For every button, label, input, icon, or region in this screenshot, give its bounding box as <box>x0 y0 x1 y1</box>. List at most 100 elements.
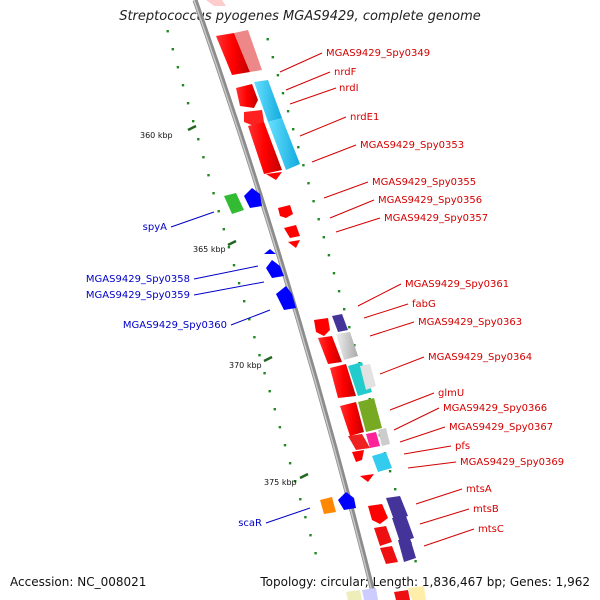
skew-dot <box>212 192 215 195</box>
gene-label-MGAS9429_Spy0361[interactable]: MGAS9429_Spy0361 <box>405 279 509 290</box>
gene-label-nrdI[interactable]: nrdI <box>339 83 359 94</box>
skew-dot <box>288 462 292 465</box>
gene-label-glmU[interactable]: glmU <box>438 388 464 399</box>
skew-dot <box>343 308 346 311</box>
skew-dot <box>166 30 169 33</box>
gene-arrow-pfs <box>352 450 364 462</box>
gene-arrow-nrdF <box>236 84 258 108</box>
tick-mark <box>227 239 237 247</box>
skew-dot <box>322 236 325 239</box>
gene-label-MGAS9429_Spy0363[interactable]: MGAS9429_Spy0363 <box>418 317 522 328</box>
gene-label-MGAS9429_Spy0349[interactable]: MGAS9429_Spy0349 <box>326 48 430 59</box>
skew-dot <box>227 246 231 249</box>
gene-block-scaR-orange <box>320 497 336 514</box>
gene-label-MGAS9429_Spy0357[interactable]: MGAS9429_Spy0357 <box>384 213 488 224</box>
gene-label-MGAS9429_Spy0369[interactable]: MGAS9429_Spy0369 <box>460 457 564 468</box>
tick-label: 370 kbp <box>229 361 262 370</box>
gene-block-0367-grey <box>378 428 390 446</box>
gene-arrow-0355 <box>278 205 293 218</box>
gene-label-mtsA[interactable]: mtsA <box>466 484 492 495</box>
gene-block-0366-pink <box>366 432 380 448</box>
gene-block-0364-grey <box>360 364 376 390</box>
tick-label: 360 kbp <box>140 131 173 140</box>
tick-label: 365 kbp <box>193 245 226 254</box>
skew-dot <box>327 254 331 257</box>
label-leader-line <box>193 265 259 280</box>
skew-dot <box>307 182 310 185</box>
gene-block-mtsB-navy <box>392 516 414 542</box>
gene-block-mtsB <box>374 526 392 546</box>
gene-label-MGAS9429_Spy0353[interactable]: MGAS9429_Spy0353 <box>360 140 464 151</box>
gc-skew-dots-left <box>166 30 317 555</box>
gene-block-0364 <box>330 364 356 398</box>
gene-block-0363-grey <box>336 332 358 360</box>
skew-dot <box>317 218 320 221</box>
skew-dot <box>248 318 251 321</box>
skew-dot <box>276 74 280 77</box>
gene-block-mtsA-navy <box>386 496 408 520</box>
gene-block-bottom-cream <box>346 590 362 600</box>
gene-block-mtsC <box>380 546 398 564</box>
skew-dot <box>197 138 200 141</box>
gene-block-0369-cyan <box>372 452 392 472</box>
gene-block-glmU-olive <box>358 398 382 432</box>
label-leader-line <box>323 181 369 199</box>
label-leader-line <box>423 528 475 547</box>
gene-label-nrdF[interactable]: nrdF <box>334 67 357 78</box>
label-leader-line <box>407 461 457 469</box>
skew-dot <box>302 164 305 167</box>
gene-label-pfs[interactable]: pfs <box>455 441 470 452</box>
skew-dot <box>232 264 236 267</box>
right-label-leaders: MGAS9429_Spy0349 nrdF nrdI nrdE1MGAS9429_Sp… <box>279 48 564 547</box>
tick-mark <box>299 472 309 480</box>
gene-label-MGAS9429_Spy0356[interactable]: MGAS9429_Spy0356 <box>378 195 482 206</box>
gene-label-MGAS9429_Spy0358[interactable]: MGAS9429_Spy0358 <box>86 274 190 285</box>
gene-block-mtsC-navy <box>398 538 416 562</box>
skew-dot <box>292 128 295 131</box>
label-leader-line <box>363 303 409 319</box>
gene-arrow-0369 <box>360 474 374 482</box>
skew-dot <box>192 120 195 123</box>
gene-label-mtsB[interactable]: mtsB <box>473 504 499 515</box>
gene-label-nrdE1[interactable]: nrdE1 <box>350 112 379 123</box>
label-leader-line <box>415 488 463 505</box>
skew-dot <box>207 174 210 177</box>
gene-label-MGAS9429_Spy0366[interactable]: MGAS9429_Spy0366 <box>443 403 547 414</box>
gene-label-MGAS9429_Spy0364[interactable]: MGAS9429_Spy0364 <box>428 352 532 363</box>
gene-arrow-0359 <box>266 260 284 278</box>
label-leader-line <box>357 283 402 307</box>
gene-label-MGAS9429_Spy0360[interactable]: MGAS9429_Spy0360 <box>123 320 227 331</box>
reverse-strand-genes <box>224 188 356 514</box>
gene-label-mtsC[interactable]: mtsC <box>478 524 504 535</box>
gene-label-MGAS9429_Spy0367[interactable]: MGAS9429_Spy0367 <box>449 422 553 433</box>
gene-block-0349 <box>216 33 250 75</box>
tick-mark <box>187 124 197 132</box>
gene-arrow-spyA <box>244 188 262 208</box>
gene-label-scaR[interactable]: scaR <box>238 518 262 529</box>
label-leader-line <box>311 144 357 163</box>
label-leader-line <box>369 321 415 337</box>
skew-dot <box>268 390 271 393</box>
skew-dot <box>312 200 315 203</box>
label-leader-line <box>403 445 452 455</box>
skew-dot <box>273 408 276 411</box>
forward-strand-genes <box>206 0 426 600</box>
gene-label-MGAS9429_Spy0359[interactable]: MGAS9429_Spy0359 <box>86 290 190 301</box>
skew-dot <box>299 498 302 501</box>
label-leader-line <box>329 199 375 219</box>
skew-dot <box>332 272 336 275</box>
skew-dot <box>281 92 285 95</box>
gene-block-0366 <box>348 434 370 450</box>
skew-dot <box>253 336 256 339</box>
gene-label-spyA[interactable]: spyA <box>143 222 167 233</box>
gene-arrow-0357 <box>288 240 300 248</box>
skew-dot <box>263 372 266 375</box>
map-title: Streptococcus pyogenes MGAS9429, complet… <box>119 9 481 24</box>
skew-dot <box>217 210 220 213</box>
gene-label-fabG[interactable]: fabG <box>412 299 436 310</box>
gene-label-MGAS9429_Spy0355[interactable]: MGAS9429_Spy0355 <box>372 177 476 188</box>
skew-dot <box>304 516 307 519</box>
label-leader-line <box>299 116 347 137</box>
skew-dot <box>309 534 312 537</box>
